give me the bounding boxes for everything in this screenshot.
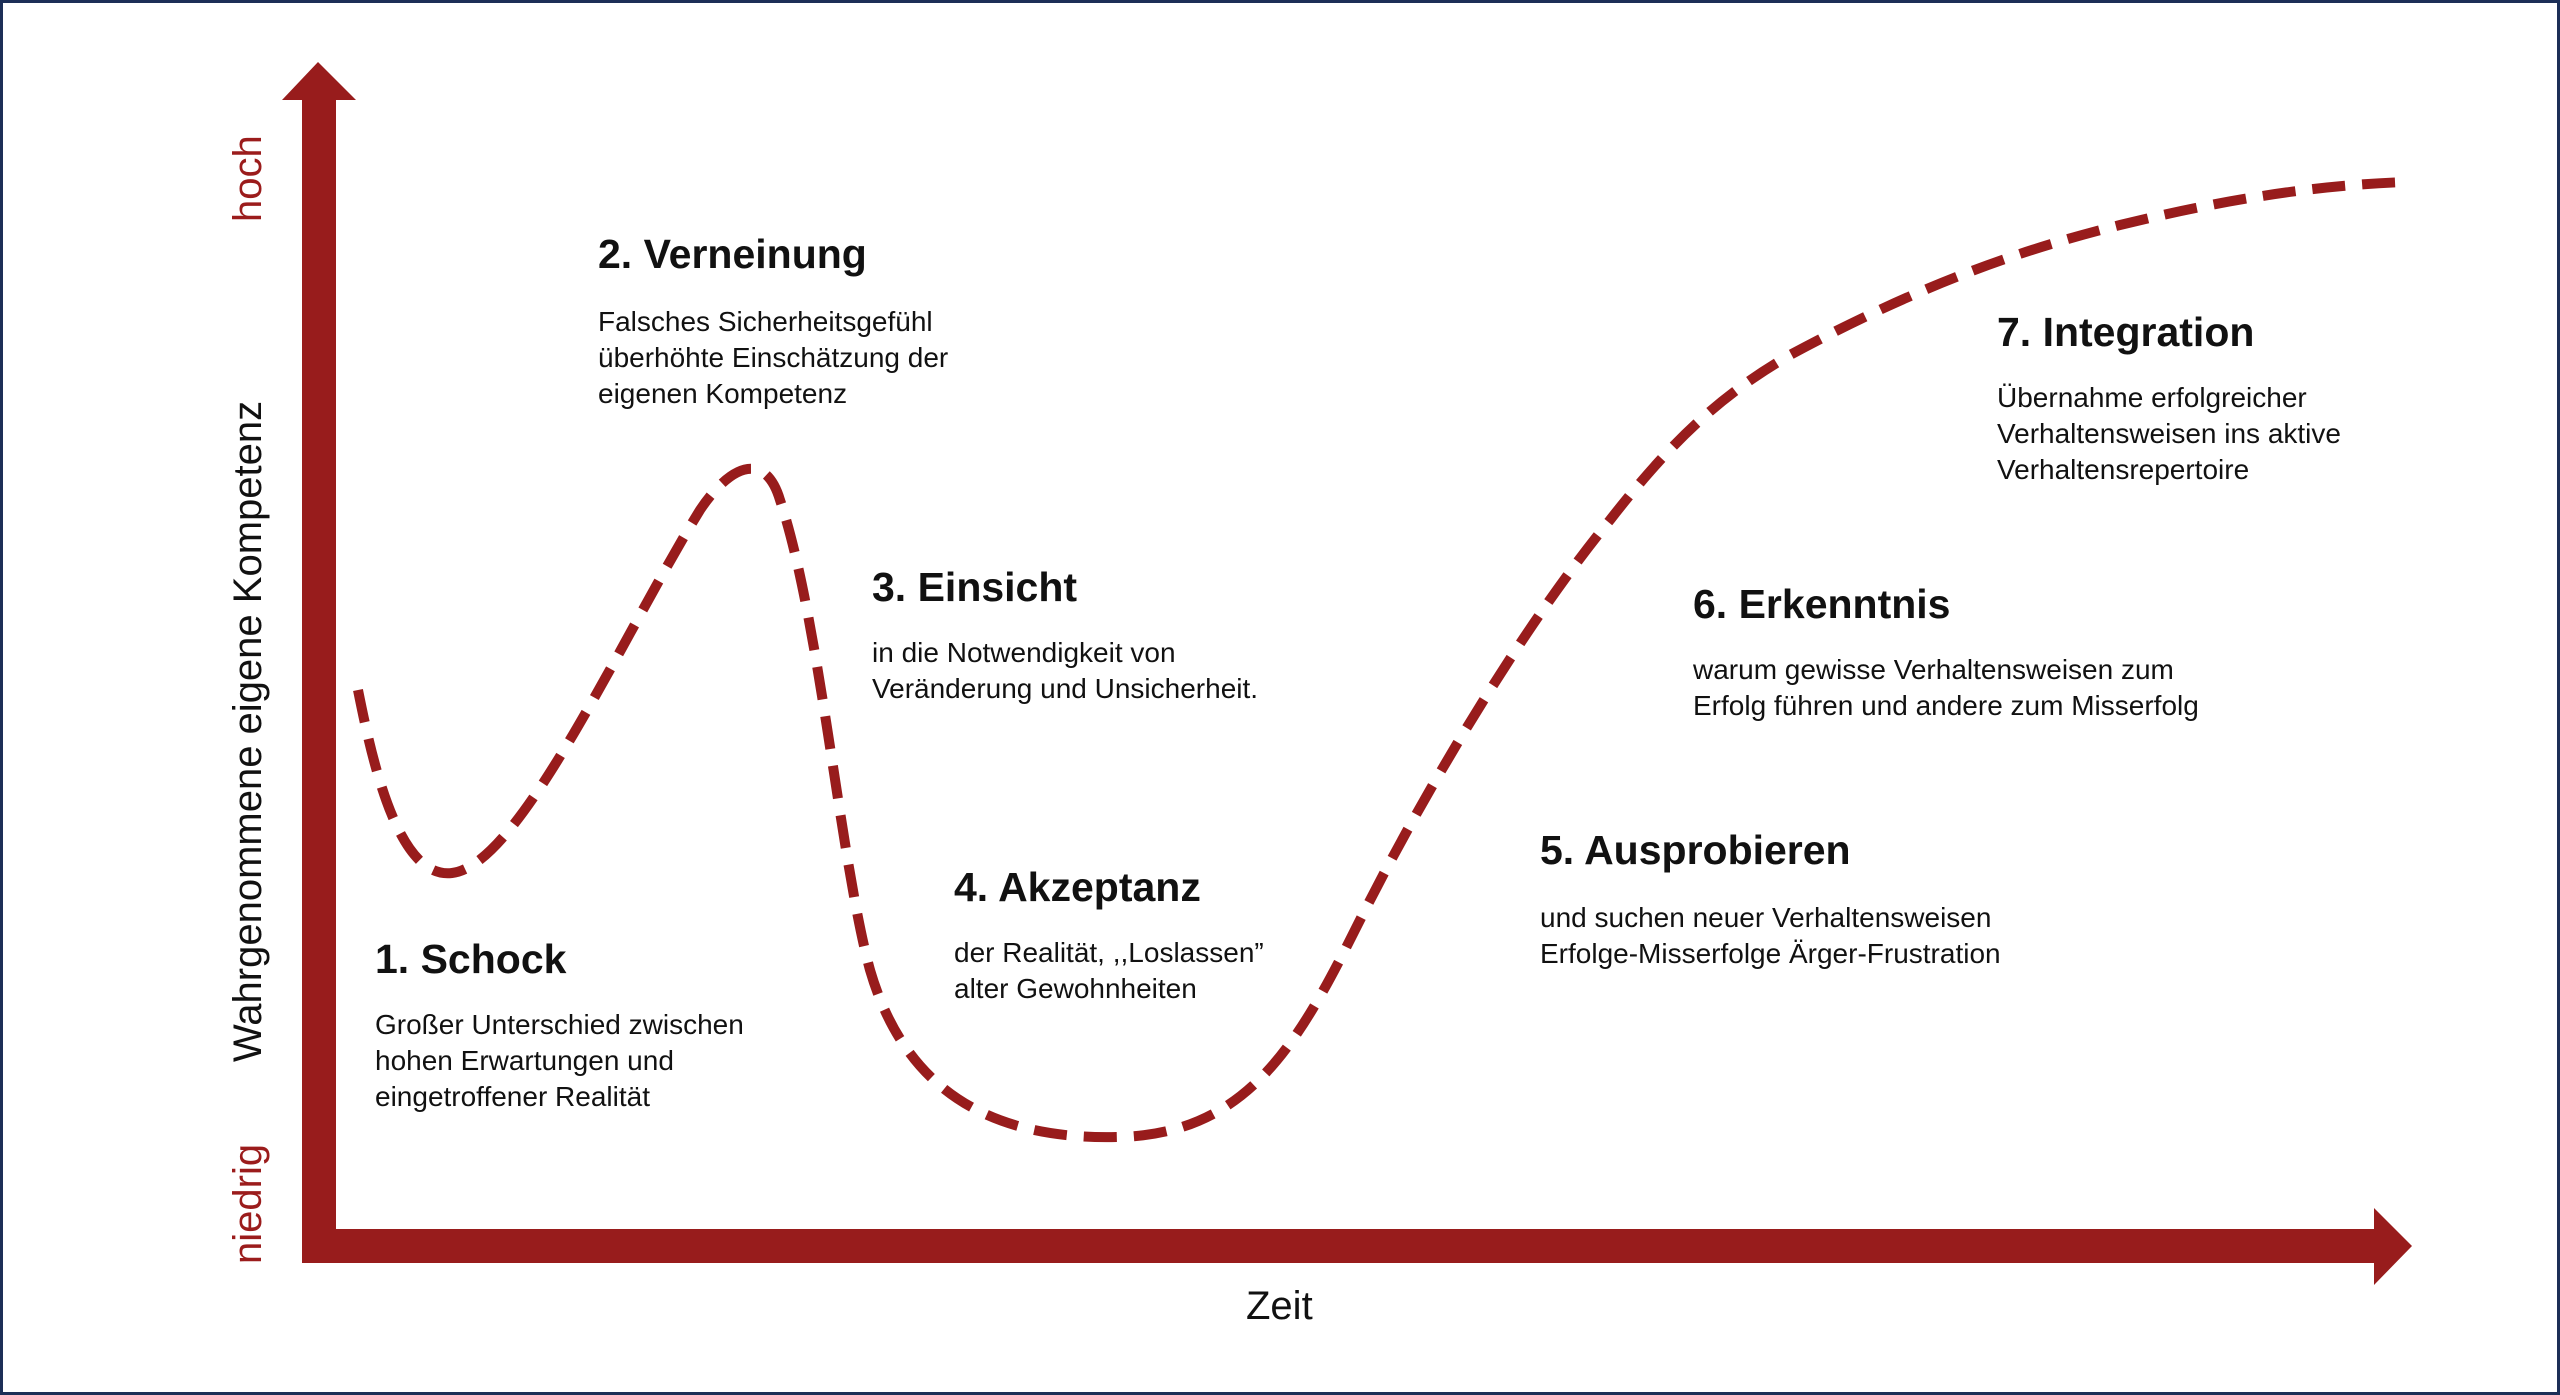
phase-description: in die Notwendigkeit von Veränderung und… [872, 637, 1259, 704]
phase-2-denial: 2. Verneinung Falsches Sicherheitsgefühl… [598, 230, 948, 412]
phase-title: 1. Schock [375, 936, 567, 982]
y-axis-low-label: niedrig [226, 1143, 270, 1264]
y-axis-high-label: hoch [226, 135, 270, 222]
phase-description: Übernahme erfolgreicher Verhaltensweisen… [1997, 382, 2341, 485]
phase-title: 2. Verneinung [598, 231, 867, 277]
phase-title: 7. Integration [1997, 309, 2255, 355]
phase-4-acceptance: 4. Akzeptanz der Realität, ,,Loslassen” … [954, 863, 1264, 1007]
phase-7-integration: 7. Integration Übernahme erfolgreicher V… [1997, 308, 2341, 488]
phase-6-realization: 6. Erkenntnis warum gewisse Verhaltenswe… [1693, 580, 2199, 724]
phase-description: und suchen neuer Verhaltensweisen Erfolg… [1540, 902, 2001, 969]
phase-description: der Realität, ,,Loslassen” alter Gewohnh… [954, 937, 1264, 1004]
phase-title: 5. Ausprobieren [1540, 827, 1851, 873]
x-axis-arrow [302, 1208, 2412, 1285]
phase-description: warum gewisse Verhaltensweisen zum Erfol… [1693, 654, 2199, 721]
x-axis-label: Zeit [1246, 1284, 1313, 1328]
phase-3-insight: 3. Einsicht in die Notwendigkeit von Ver… [872, 563, 1258, 707]
phase-title: 3. Einsicht [872, 564, 1078, 610]
y-axis-arrow [282, 62, 356, 1263]
phase-1-shock: 1. Schock Großer Unterschied zwischen ho… [375, 935, 744, 1115]
phase-title: 4. Akzeptanz [954, 864, 1201, 910]
competence-curve [353, 177, 2407, 1143]
phase-description: Falsches Sicherheitsgefühl überhöhte Ein… [598, 306, 949, 409]
y-axis-label: Wahrgenommene eigene Kompetenz [226, 400, 270, 1062]
phase-5-trying: 5. Ausprobieren und suchen neuer Verhalt… [1540, 826, 2001, 972]
phase-description: Großer Unterschied zwischen hohen Erwart… [375, 1009, 744, 1112]
phase-title: 6. Erkenntnis [1693, 581, 1951, 627]
